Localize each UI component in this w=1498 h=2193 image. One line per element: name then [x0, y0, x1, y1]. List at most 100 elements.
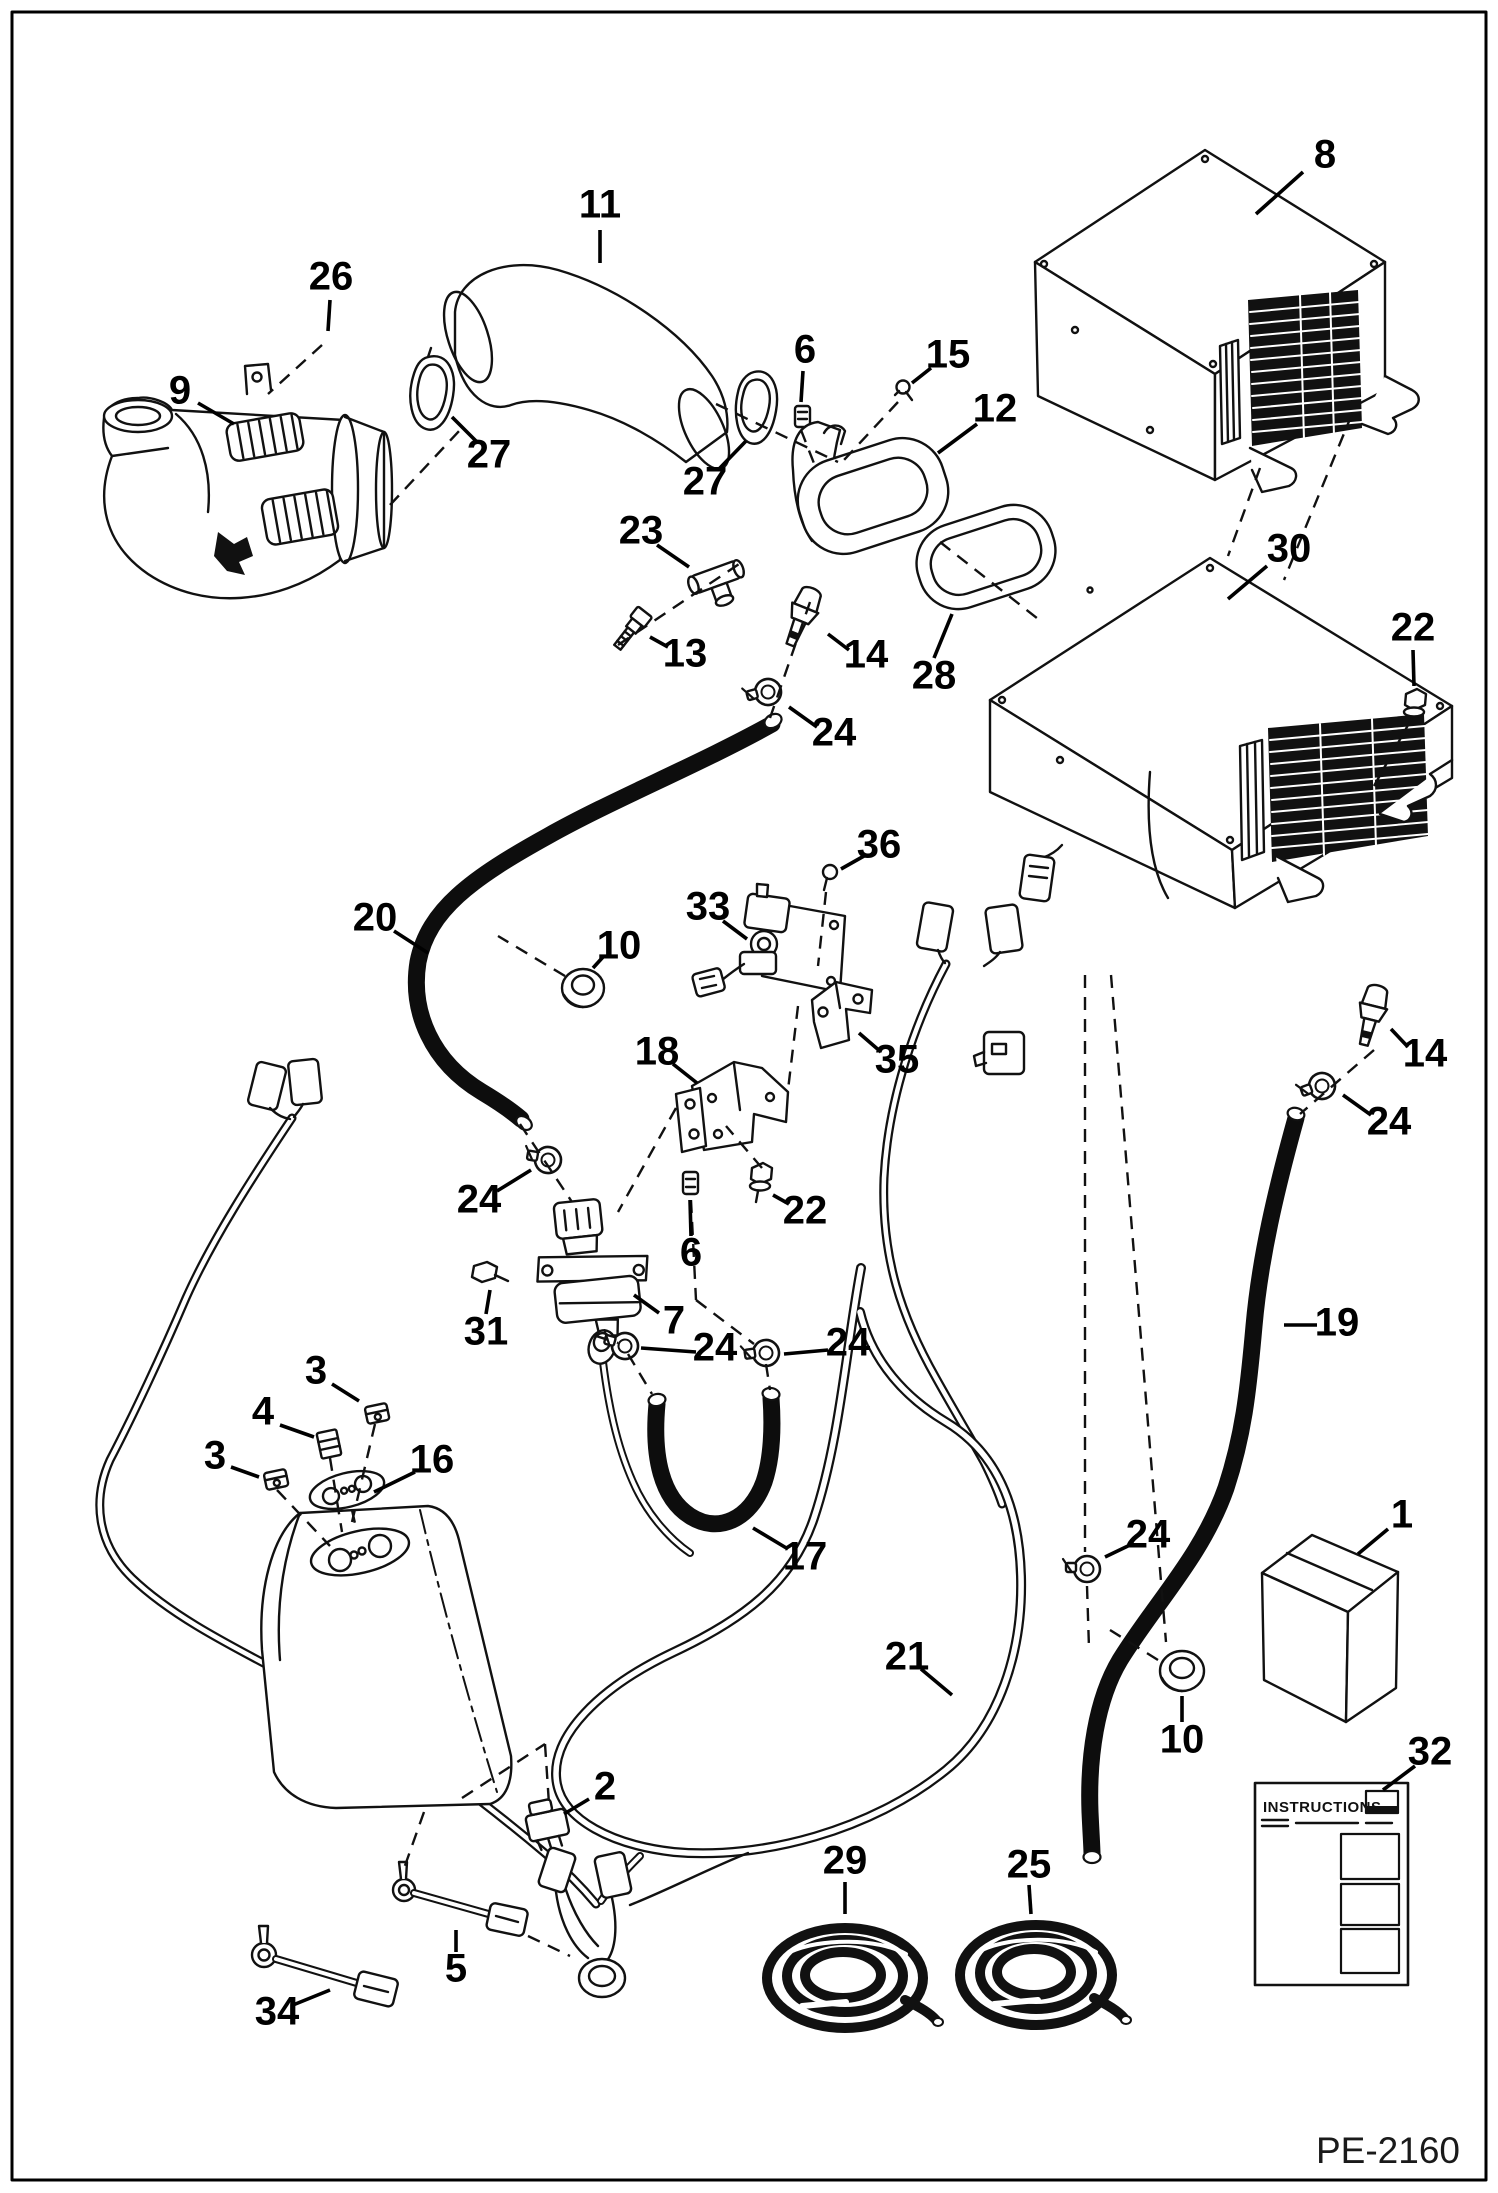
assembly-guide-lines	[267, 344, 1414, 1958]
nut-3	[262, 1468, 290, 1491]
assembly-guide	[527, 1934, 571, 1958]
callout-leader-17	[752, 1526, 789, 1551]
callout-leader-2	[563, 1797, 590, 1816]
assembly-guide	[1226, 467, 1262, 557]
callout-leader-13	[649, 635, 669, 649]
assembly-guide	[400, 1811, 426, 1875]
assembly-guide	[843, 401, 899, 461]
switch-2	[524, 1798, 571, 1852]
callout-27: 27	[683, 460, 728, 504]
callout-20: 20	[353, 896, 398, 940]
callout-24: 24	[812, 711, 857, 755]
callout-32: 32	[1408, 1730, 1453, 1774]
assembly-guide	[1085, 1585, 1091, 1649]
stud-4	[315, 1428, 343, 1460]
callout-leader-6	[799, 370, 805, 403]
hose-17	[647, 1389, 781, 1533]
callout-leader-25	[1027, 1884, 1033, 1915]
callout-leader-24	[1341, 1093, 1373, 1117]
harness-loom-box30	[879, 901, 1026, 1509]
callout-22: 22	[1391, 606, 1436, 650]
callout-12: 12	[973, 387, 1018, 431]
callout-23: 23	[619, 509, 664, 553]
callout-leader-36	[840, 854, 865, 871]
fuel-pump-7	[536, 1198, 649, 1337]
callout-34: 34	[255, 1990, 300, 2034]
grommet-10-low	[1158, 1649, 1206, 1693]
page-border	[10, 10, 1488, 2182]
assembly-guide	[519, 1123, 573, 1203]
tee-fitting-23	[687, 558, 745, 607]
callout-leader-14	[826, 632, 851, 652]
callout-3: 3	[204, 1434, 226, 1478]
callout-leader-10	[591, 955, 605, 970]
callout-leader-22	[1411, 649, 1416, 687]
nut-3	[363, 1402, 391, 1425]
hose-19	[1081, 1109, 1305, 1863]
cable-5	[391, 1860, 529, 1937]
screw-15	[893, 379, 914, 402]
callout-15: 15	[926, 333, 971, 377]
assembly-guide	[543, 1743, 551, 1805]
callout-leader-1	[1356, 1527, 1390, 1556]
callout-leader-32	[1381, 1764, 1417, 1792]
callout-leader-33	[721, 919, 749, 941]
callout-4: 4	[252, 1390, 275, 1434]
callout-leader-18	[671, 1062, 699, 1085]
callout-leader-24	[640, 1346, 697, 1354]
callout-leader-23	[655, 543, 691, 569]
instructions-title: INSTRUCTIONS	[1263, 1799, 1382, 1816]
callout-leader-30	[1226, 564, 1269, 601]
assembly-guide	[497, 934, 566, 978]
callout-10: 10	[597, 924, 642, 968]
assembly-guide	[764, 1363, 772, 1391]
duct-housing-12	[791, 420, 950, 556]
callout-28: 28	[912, 654, 957, 698]
callout-24: 24	[457, 1178, 502, 1222]
callout-14: 14	[844, 633, 889, 677]
assembly-guide	[715, 402, 839, 464]
callout-leader-31	[484, 1289, 492, 1315]
hose-20	[407, 715, 781, 1128]
bracket-35	[810, 980, 874, 1050]
callout-24: 24	[693, 1326, 738, 1370]
callout-6: 6	[680, 1231, 702, 1275]
gasket-27-left	[409, 346, 456, 431]
gasket-28	[915, 503, 1057, 611]
assembly-guide	[626, 1353, 654, 1395]
assembly-guide	[461, 1742, 546, 1800]
callout-16: 16	[410, 1438, 455, 1482]
mount-tab	[243, 362, 273, 396]
drawing-number: PE-2160	[1316, 2130, 1460, 2171]
kit-box-1	[1260, 1533, 1400, 1724]
bolt-31	[470, 1260, 510, 1284]
callout-leader-3	[230, 1465, 260, 1479]
hose-coil-29	[762, 1923, 941, 2033]
assembly-guide	[389, 429, 461, 506]
callout-leader-24	[496, 1168, 532, 1193]
bracket-18	[674, 1060, 790, 1154]
console-tank	[260, 1504, 513, 1810]
callout-8: 8	[1314, 133, 1336, 177]
callout-22: 22	[783, 1189, 828, 1233]
callout-31: 31	[464, 1310, 509, 1354]
callout-35: 35	[875, 1038, 920, 1082]
callout-leader-27	[716, 439, 748, 472]
assembly-guide	[1299, 1049, 1375, 1115]
callout-26: 26	[309, 255, 354, 299]
callout-17: 17	[783, 1535, 828, 1579]
cable-34	[250, 1924, 399, 2008]
clip-6-top	[793, 404, 812, 429]
callout-leader-15	[910, 366, 933, 385]
plate-16	[308, 1469, 386, 1511]
callout-19: 19	[1315, 1301, 1360, 1345]
callout-36: 36	[857, 823, 902, 867]
assembly-guide	[1109, 1628, 1159, 1662]
hose-coil-25	[955, 1920, 1129, 2030]
assembly-guide	[350, 1423, 377, 1523]
valve-assembly-33	[691, 882, 847, 998]
assembly-guide	[267, 344, 323, 395]
callout-24: 24	[826, 1321, 871, 1365]
